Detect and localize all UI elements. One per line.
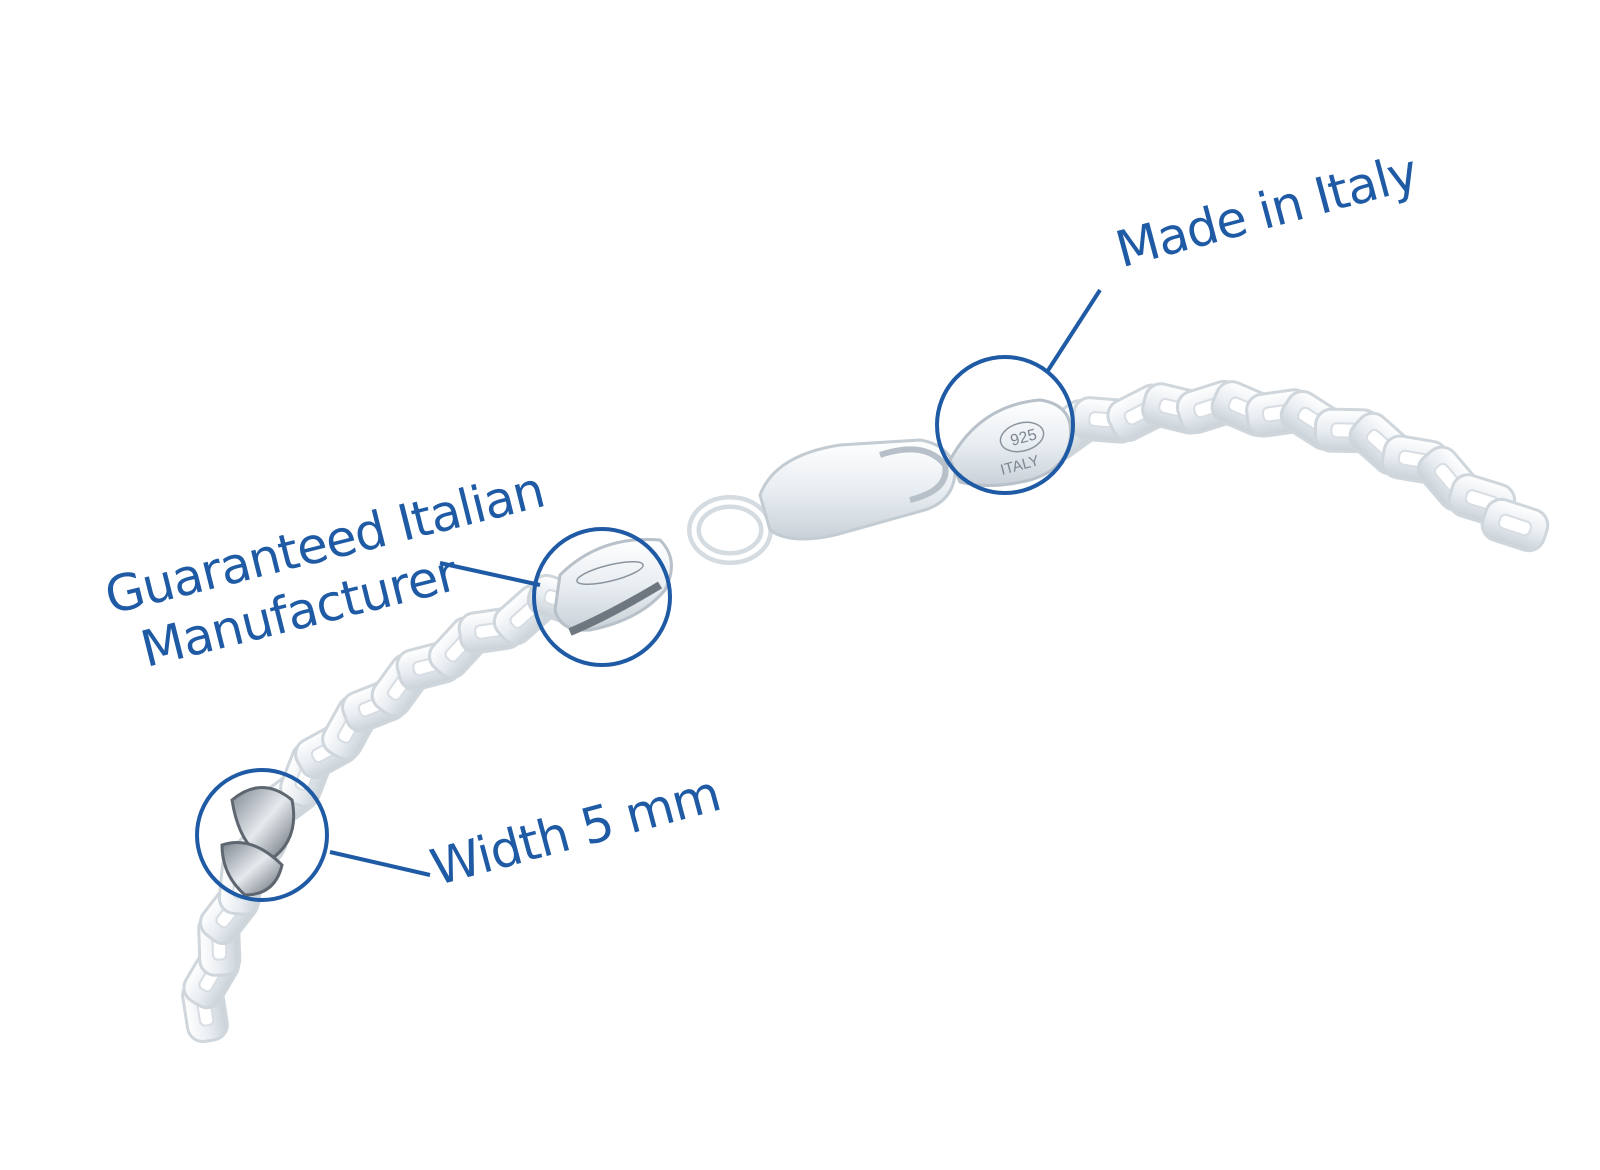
- italy-leader-line: [1045, 288, 1102, 374]
- manufacturer-leader-line: [439, 561, 541, 587]
- manufacturer-zoom-circle: [532, 527, 672, 667]
- italy-zoom-circle: [935, 355, 1075, 495]
- curb-chain: [181, 379, 1550, 1044]
- chain-link: [1480, 497, 1550, 553]
- width-zoom-circle: [195, 768, 329, 902]
- lobster-clasp: [758, 438, 957, 541]
- end-tag-manufacturer: [553, 537, 673, 636]
- width-leader-line: [329, 850, 431, 877]
- width-detail-links: [220, 786, 296, 897]
- tag-number-stamp: 925: [1009, 426, 1039, 449]
